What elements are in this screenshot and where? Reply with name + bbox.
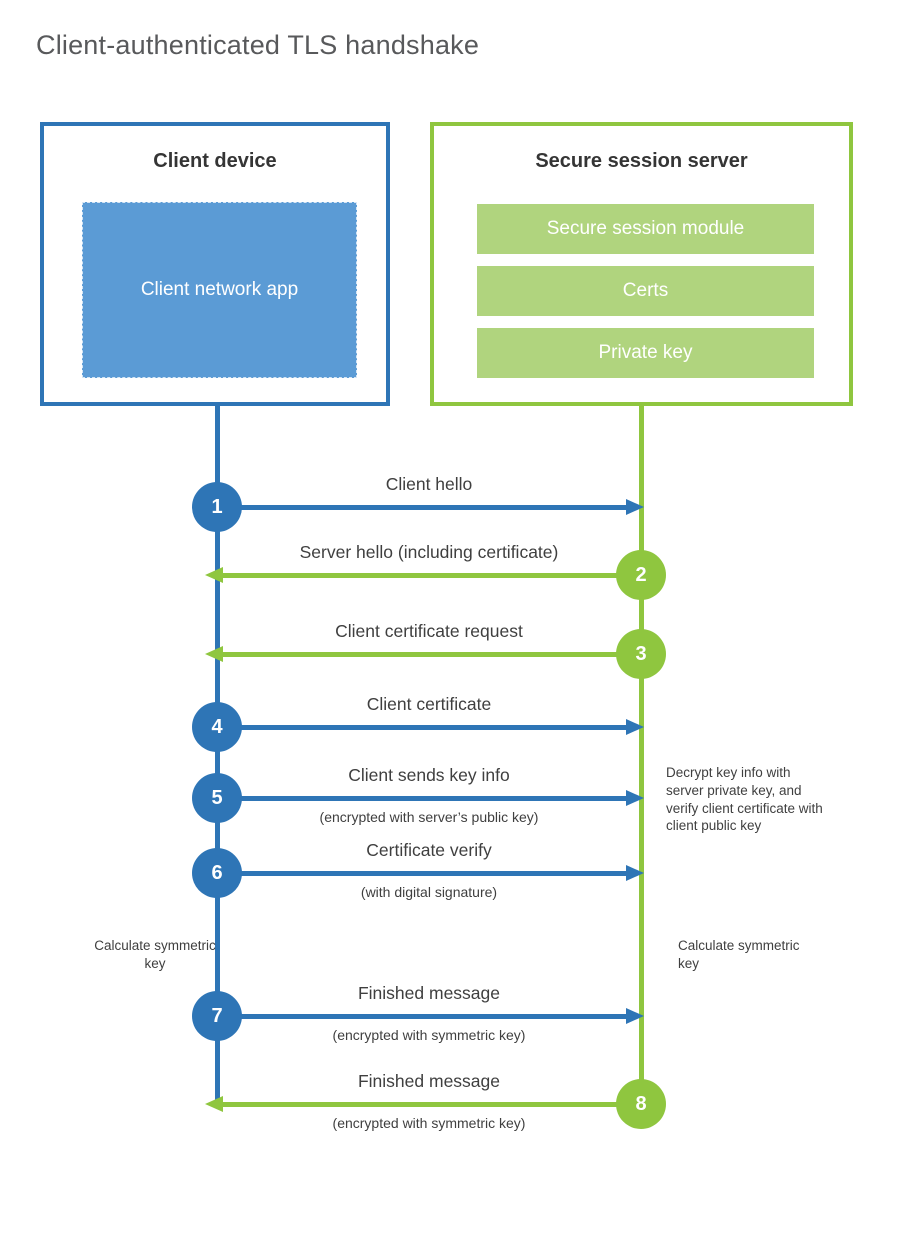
- arrowhead-right-icon: [626, 790, 644, 806]
- calculate-symmetric-key-note-server: Calculate symmetric key: [678, 938, 800, 971]
- message-label: Server hello (including certificate): [299, 542, 559, 562]
- client-device-title: Client device: [153, 150, 277, 172]
- message-label: Client certificate: [366, 694, 492, 714]
- server-module-bar: Private key: [477, 328, 814, 378]
- arrowhead-right-icon: [626, 865, 644, 881]
- message-arrow: [217, 505, 626, 510]
- step-number-badge: 3: [616, 629, 666, 679]
- client-network-app-box: Client network app: [82, 202, 357, 378]
- server-module-label: Secure session module: [546, 218, 745, 239]
- message-sublabel: (encrypted with server’s public key): [319, 809, 539, 825]
- step-number-badge: 5: [192, 773, 242, 823]
- calculate-symmetric-key-note-client: Calculate symmetric key: [94, 938, 216, 971]
- decrypt-key-note: Decrypt key info with server private key…: [666, 765, 823, 834]
- server-module-label: Certs: [622, 280, 669, 301]
- step-number-badge: 4: [192, 702, 242, 752]
- message-label: Finished message: [357, 1071, 501, 1091]
- server-module-label: Private key: [598, 342, 693, 363]
- secure-session-server-box: Secure session server Secure session mod…: [430, 122, 853, 406]
- page-title: Client-authenticated TLS handshake: [36, 30, 480, 60]
- message-arrow: [217, 871, 626, 876]
- arrowhead-right-icon: [626, 499, 644, 515]
- message-arrow: [223, 573, 641, 578]
- arrowhead-right-icon: [626, 719, 644, 735]
- message-label: Finished message: [357, 983, 501, 1003]
- client-network-app-label: Client network app: [140, 279, 299, 301]
- step-number-badge: 2: [616, 550, 666, 600]
- server-module-bar: Secure session module: [477, 204, 814, 254]
- client-device-box: Client device Client network app: [40, 122, 390, 406]
- message-arrow: [217, 796, 626, 801]
- client-lifeline: [215, 406, 220, 1107]
- server-module-bar: Certs: [477, 266, 814, 316]
- message-sublabel: (encrypted with symmetric key): [332, 1027, 526, 1043]
- step-number-badge: 8: [616, 1079, 666, 1129]
- server-lifeline: [639, 406, 644, 1106]
- message-arrow: [223, 1102, 641, 1107]
- message-sublabel: (with digital signature): [360, 884, 498, 900]
- message-label: Client sends key info: [348, 765, 510, 785]
- step-number-badge: 6: [192, 848, 242, 898]
- secure-session-server-title: Secure session server: [535, 150, 748, 172]
- message-label: Certificate verify: [366, 840, 492, 860]
- arrowhead-left-icon: [205, 1096, 223, 1112]
- message-sublabel: (encrypted with symmetric key): [332, 1115, 526, 1131]
- message-arrow: [223, 652, 641, 657]
- arrowhead-left-icon: [205, 567, 223, 583]
- step-number-badge: 7: [192, 991, 242, 1041]
- arrowhead-right-icon: [626, 1008, 644, 1024]
- message-label: Client hello: [385, 474, 473, 494]
- message-arrow: [217, 725, 626, 730]
- message-arrow: [217, 1014, 626, 1019]
- step-number-badge: 1: [192, 482, 242, 532]
- message-label: Client certificate request: [335, 621, 523, 641]
- arrowhead-left-icon: [205, 646, 223, 662]
